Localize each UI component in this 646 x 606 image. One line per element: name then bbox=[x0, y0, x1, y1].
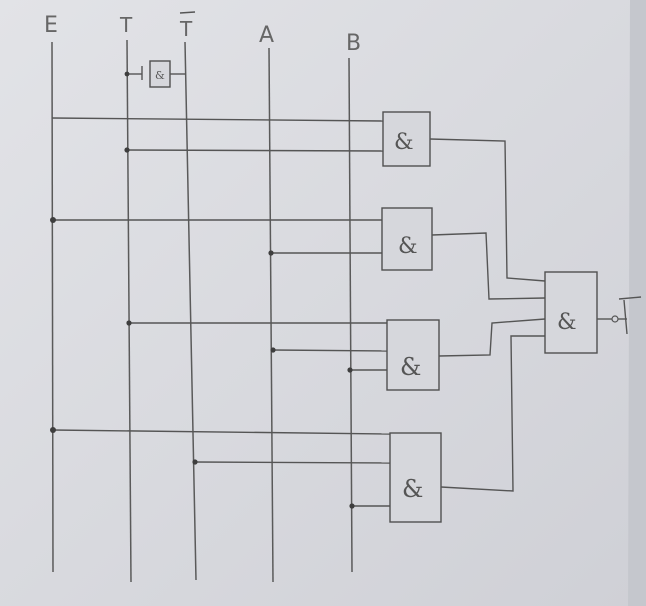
and-gate-1-symbol: & bbox=[394, 130, 414, 155]
and-gate-3-symbol: & bbox=[400, 353, 421, 381]
and-gate-1: & bbox=[51, 111, 546, 282]
and-gate-4: & bbox=[50, 335, 545, 523]
label-T-bar-overline bbox=[179, 11, 196, 14]
label-T-bar: T bbox=[179, 17, 193, 41]
label-B: B bbox=[346, 31, 361, 56]
bus-T bbox=[126, 39, 132, 583]
bus-E bbox=[51, 41, 54, 573]
paper-edge-shadow bbox=[628, 0, 646, 606]
inverter-gate: & bbox=[124, 60, 186, 88]
inverter-gate-symbol: & bbox=[155, 69, 165, 82]
and-gate-2: & bbox=[50, 207, 546, 300]
and-gate-4-symbol: & bbox=[402, 475, 423, 503]
and-gate-3: & bbox=[126, 318, 546, 391]
label-A: A bbox=[259, 23, 274, 48]
bus-T-bar bbox=[184, 41, 197, 581]
bus-B bbox=[348, 57, 353, 573]
and-gate-2-symbol: & bbox=[398, 234, 418, 259]
output-and-gate-symbol: & bbox=[557, 310, 577, 335]
bus-A bbox=[268, 47, 274, 583]
label-E: E bbox=[44, 13, 58, 38]
output-and-gate: & bbox=[544, 271, 642, 354]
label-T: T bbox=[119, 13, 133, 37]
